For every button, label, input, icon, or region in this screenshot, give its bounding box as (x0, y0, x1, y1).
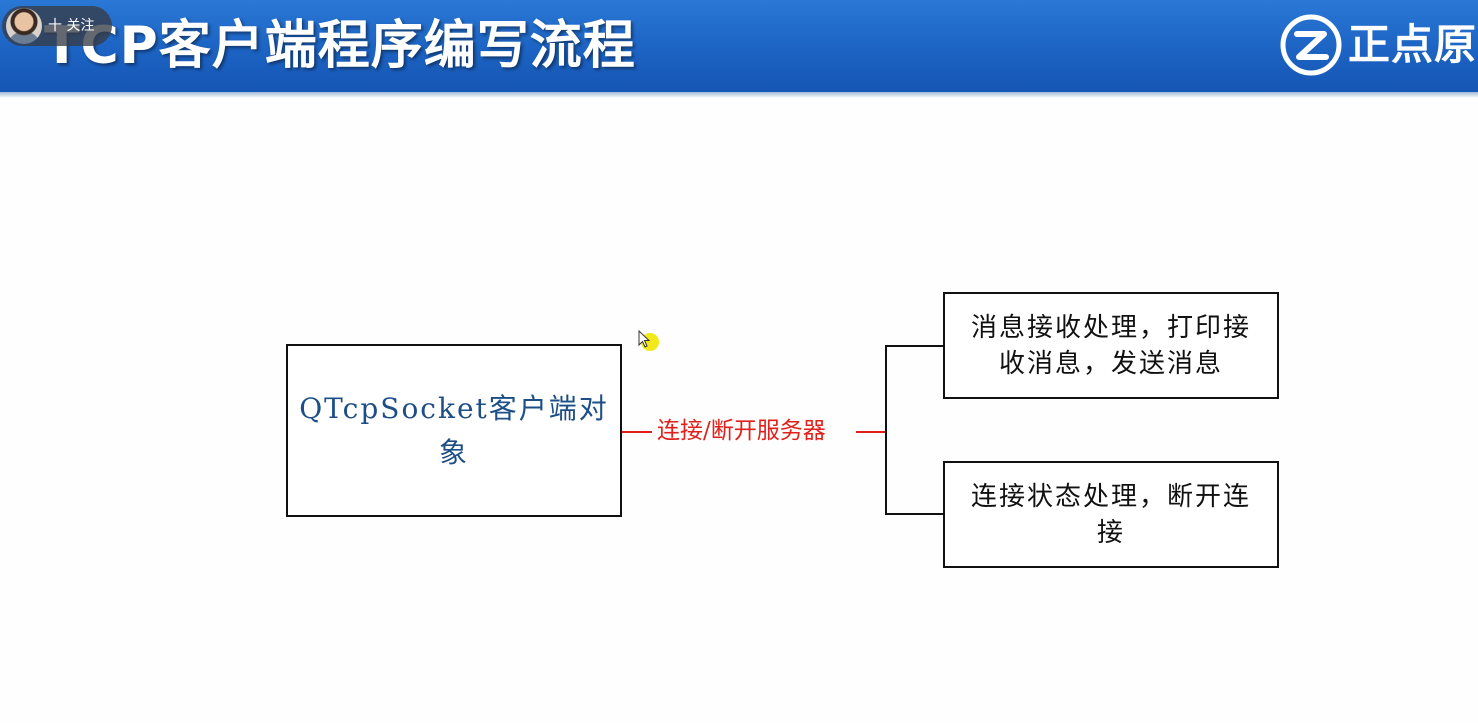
follow-label[interactable]: 十 关注 (48, 18, 95, 34)
edge-label-connect: 连接/断开服务器 (656, 414, 827, 448)
brand-name: 正点原 (1348, 20, 1478, 69)
node-connection-state: 连接状态处理，断开连接 (943, 461, 1279, 568)
node-message-handling: 消息接收处理，打印接收消息，发送消息 (943, 292, 1279, 399)
brand-logo-icon (1280, 14, 1342, 76)
slide-header: TCP客户端程序编写流程 十 关注 正点原 (0, 0, 1478, 92)
mouse-pointer-icon (638, 330, 659, 351)
node-main-label: QTcpSocket客户端对象 (299, 391, 609, 469)
avatar[interactable] (6, 8, 42, 44)
slide-title: TCP客户端程序编写流程 (44, 16, 636, 76)
header-divider (0, 92, 1478, 98)
branch-bracket (885, 345, 943, 515)
follow-badge[interactable]: 十 关注 (2, 6, 112, 46)
node-qtcpsocket-client: QTcpSocket客户端对象 (286, 344, 622, 517)
node-branch-label: 消息接收处理，打印接收消息，发送消息 (970, 312, 1251, 379)
node-branch-label: 连接状态处理，断开连接 (970, 481, 1251, 548)
